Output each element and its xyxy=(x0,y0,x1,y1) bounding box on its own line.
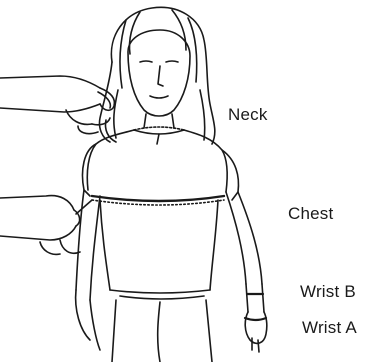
neck-label: Neck xyxy=(228,105,268,125)
neck-measuring-hand xyxy=(0,76,114,134)
chest-label: Chest xyxy=(288,204,333,224)
neck-collar xyxy=(134,114,184,144)
hair xyxy=(99,7,214,144)
wrist-a-label: Wrist A xyxy=(302,318,357,338)
face xyxy=(128,30,190,116)
wrist-tape xyxy=(245,318,266,320)
right-arm xyxy=(222,150,267,352)
wrist-b-label: Wrist B xyxy=(300,282,356,302)
chest-tape xyxy=(92,196,224,205)
torso xyxy=(87,130,227,362)
